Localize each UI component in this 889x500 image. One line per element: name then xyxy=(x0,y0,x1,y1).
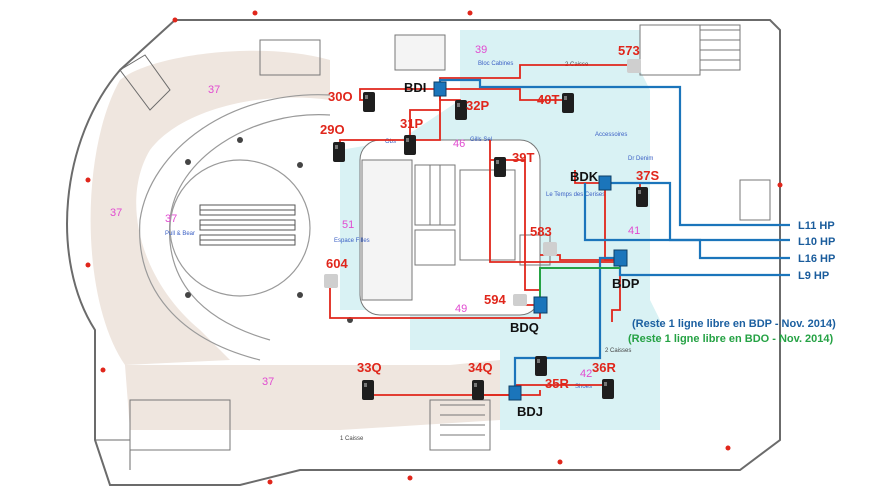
ap-35r[interactable]: 35R xyxy=(535,356,569,391)
room-obs: Obs xyxy=(385,139,396,145)
room-pull-bear: Pull & Bear xyxy=(165,231,195,237)
ap-33q-label: 33Q xyxy=(357,360,382,375)
ap-594-label: 594 xyxy=(484,292,506,307)
ap-573-label: 573 xyxy=(618,43,640,58)
switch-bdq-label: BDQ xyxy=(510,320,539,335)
ap-40t[interactable]: 40T xyxy=(537,92,574,113)
trunk-l16 xyxy=(583,183,790,260)
ap-32p[interactable]: 32P xyxy=(455,98,489,120)
ap-33q[interactable]: 33Q xyxy=(357,360,382,400)
zone-37-bottom: 37 xyxy=(262,376,274,388)
trunk-l10 xyxy=(605,181,790,242)
zone-46: 46 xyxy=(453,138,465,150)
ap-37s-label: 37S xyxy=(636,168,659,183)
ap-583-label: 583 xyxy=(530,224,552,239)
switch-bdp-label: BDP xyxy=(612,276,640,291)
access-points: 30O 32P 40T 573 29O 31P 39T xyxy=(320,43,659,400)
ap-604[interactable]: 604 xyxy=(324,256,348,288)
room-temps-cerises: Le Temps des Cerises xyxy=(546,192,605,198)
zone-37-mid: 37 xyxy=(165,213,177,225)
ap-32p-label: 32P xyxy=(466,98,489,113)
room-dr-denim: Dr Denim xyxy=(628,156,653,162)
ap-573[interactable]: 573 xyxy=(618,43,641,73)
green-trunk xyxy=(539,267,620,305)
ap-34q[interactable]: 34Q xyxy=(468,360,493,400)
ap-36r[interactable]: 36R xyxy=(592,360,616,399)
switches: BDI BDK BDP BDQ BDJ xyxy=(404,80,640,419)
ap-40t-label: 40T xyxy=(537,92,559,107)
room-shoes: Shoes xyxy=(575,384,592,390)
run-bdj-35r xyxy=(515,390,541,396)
notes: (Reste 1 ligne libre en BDP - Nov. 2014)… xyxy=(628,318,836,345)
ap-35r-label: 35R xyxy=(545,376,569,391)
line-l10-label: L10 HP xyxy=(798,236,835,248)
ap-583[interactable]: 583 xyxy=(530,224,557,256)
room-bloc-cabines: Bloc Cabines xyxy=(478,61,513,67)
zone-51: 51 xyxy=(342,219,354,231)
switch-bdi-label: BDI xyxy=(404,80,426,95)
zone-39: 39 xyxy=(475,44,487,56)
room-gills: Gills Sel xyxy=(470,137,492,143)
trunk-l11 xyxy=(438,78,790,227)
ap-594[interactable]: 594 xyxy=(484,292,527,307)
run-bdp-core xyxy=(489,140,620,263)
switch-bdk[interactable]: BDK xyxy=(570,169,612,191)
ap-29o-label: 29O xyxy=(320,122,345,137)
ap-34q-label: 34Q xyxy=(468,360,493,375)
perimeter-markers xyxy=(85,10,783,485)
ap-31p-label: 31P xyxy=(400,116,423,131)
ap-30o[interactable]: 30O xyxy=(328,89,375,112)
switch-bdk-label: BDK xyxy=(570,169,599,184)
room-espace-filles: Espace Filles xyxy=(334,238,370,244)
room-accessoires: Accessoires xyxy=(595,132,627,138)
central-core xyxy=(359,139,551,316)
line-labels: L11 HP L10 HP L16 HP L9 HP xyxy=(798,220,835,282)
zone-37-top: 37 xyxy=(208,84,220,96)
beige-zone-left xyxy=(90,50,330,365)
zone-49: 49 xyxy=(455,303,467,315)
line-l9-label: L9 HP xyxy=(798,270,829,282)
note-bdo: (Reste 1 ligne libre en BDO - Nov. 2014) xyxy=(628,333,834,345)
switch-bdj[interactable]: BDJ xyxy=(508,385,543,419)
line-l16-label: L16 HP xyxy=(798,253,835,265)
switch-bdq[interactable]: BDQ xyxy=(510,296,548,335)
room-caisses-bottom: 2 Caisses xyxy=(605,348,631,354)
line-l11-label: L11 HP xyxy=(798,220,835,232)
ap-30o-label: 30O xyxy=(328,89,353,104)
ap-37s[interactable]: 37S xyxy=(636,168,659,207)
zone-42: 42 xyxy=(580,368,592,380)
zone-labels: 37 37 37 37 39 46 41 49 42 51 xyxy=(110,44,640,388)
zone-41: 41 xyxy=(628,225,640,237)
run-bdi-31p xyxy=(409,109,440,140)
ap-31p[interactable]: 31P xyxy=(400,116,423,155)
top-structures xyxy=(129,24,771,451)
beige-zone-bottom xyxy=(125,360,500,430)
note-bdp: (Reste 1 ligne libre en BDP - Nov. 2014) xyxy=(632,318,836,330)
run-bdp-down xyxy=(611,260,621,322)
room-caisse-one: 1 Caisse xyxy=(340,436,364,442)
trunk-bdj xyxy=(513,256,620,395)
ap-39t[interactable]: 39T xyxy=(494,150,534,177)
run-bdk-39t xyxy=(574,170,605,184)
ap-39t-label: 39T xyxy=(512,150,534,165)
room-labels: 2 Caisse 2 Caisses 1 Caisse Bloc Cabines… xyxy=(165,61,653,442)
ap-604-label: 604 xyxy=(326,256,348,271)
escalators xyxy=(199,204,296,246)
ap-36r-label: 36R xyxy=(592,360,616,375)
switch-bdp[interactable]: BDP xyxy=(612,249,640,291)
switch-bdj-label: BDJ xyxy=(517,404,543,419)
ap-29o[interactable]: 29O xyxy=(320,122,345,162)
switch-bdi[interactable]: BDI xyxy=(404,80,447,97)
zone-37-left: 37 xyxy=(110,207,122,219)
